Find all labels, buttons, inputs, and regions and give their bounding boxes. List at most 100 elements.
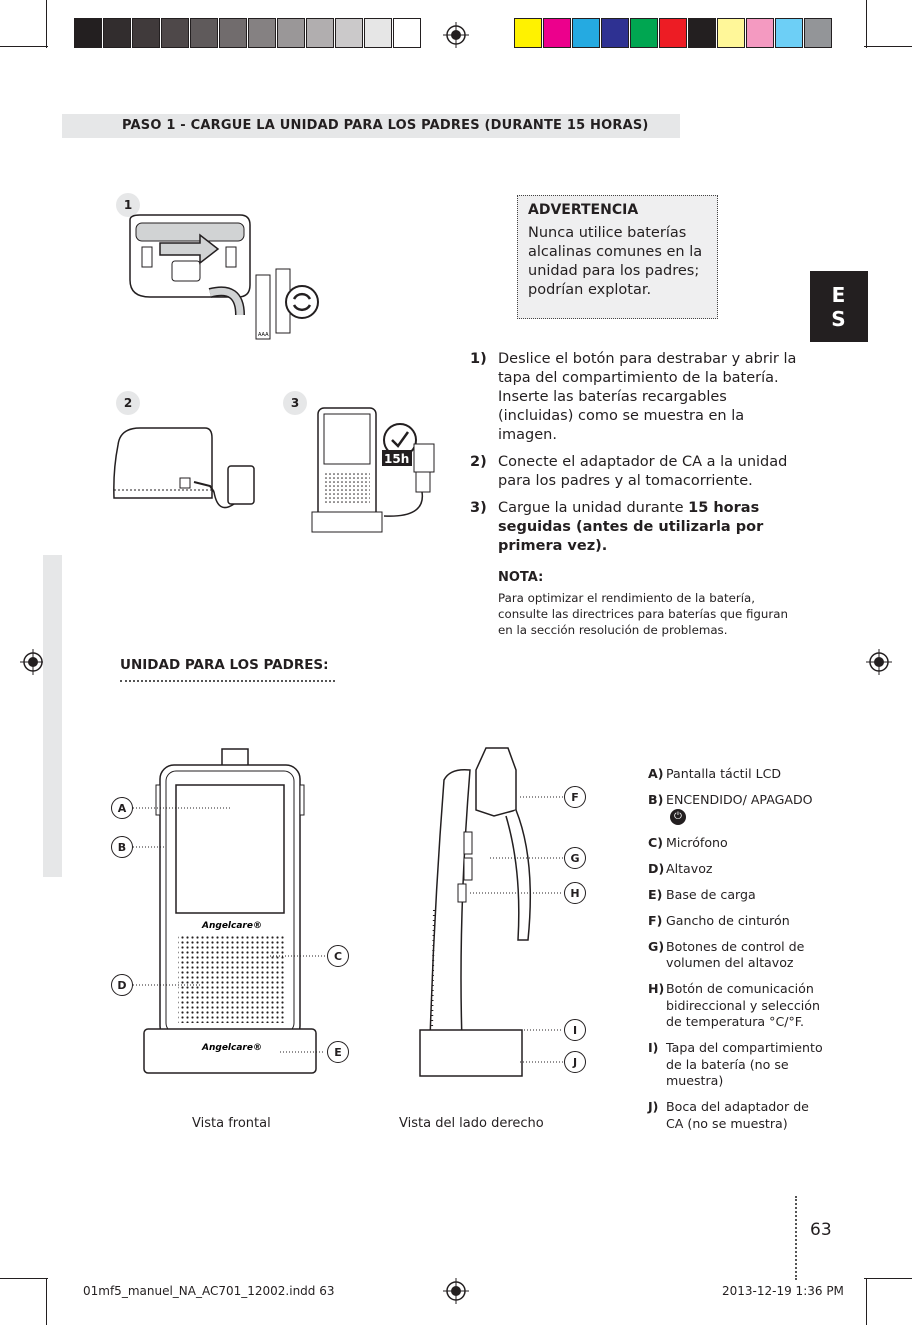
legend-item: D)Altavoz bbox=[648, 861, 828, 878]
section-banner: PASO 1 - CARGUE LA UNIDAD PARA LOS PADRE… bbox=[62, 114, 680, 138]
brand-logo: Angelcare® bbox=[201, 921, 262, 931]
brand-logo: Angelcare® bbox=[201, 1043, 262, 1053]
color-swatch bbox=[659, 18, 687, 48]
step-2: 2) Conecte el adaptador de CA a la unida… bbox=[470, 453, 800, 491]
parent-unit-title: UNIDAD PARA LOS PADRES: bbox=[120, 657, 329, 673]
language-tab-letter-1: E bbox=[831, 283, 847, 307]
crop-mark bbox=[0, 46, 48, 47]
banner-title: PASO 1 - CARGUE LA UNIDAD PARA LOS PADRE… bbox=[122, 118, 649, 133]
color-swatch bbox=[572, 18, 600, 48]
color-swatch bbox=[132, 18, 160, 48]
color-swatch bbox=[219, 18, 247, 48]
crop-mark bbox=[0, 1278, 48, 1279]
color-swatch bbox=[601, 18, 629, 48]
legend-text: Tapa del compartimiento de la batería (n… bbox=[666, 1040, 823, 1088]
legend-key: J) bbox=[648, 1099, 659, 1114]
legend-key: B) bbox=[648, 792, 664, 807]
legend-text: Altavoz bbox=[666, 860, 713, 876]
crop-mark bbox=[864, 1278, 912, 1279]
callout-e: E bbox=[327, 1041, 349, 1063]
color-swatch bbox=[74, 18, 102, 48]
registration-mark bbox=[443, 1278, 469, 1304]
parts-legend: A)Pantalla táctil LCD B)ENCENDIDO/ APAGA… bbox=[648, 766, 828, 1142]
page-number: 63 bbox=[810, 1220, 832, 1240]
step-text: Deslice el botón para destrabar y abrir … bbox=[498, 351, 797, 443]
front-view-illustration: Angelcare® Angelcare® bbox=[143, 748, 317, 1074]
color-swatch bbox=[335, 18, 363, 48]
crop-mark bbox=[46, 0, 47, 48]
callout-b: B bbox=[111, 836, 133, 858]
color-swatch bbox=[277, 18, 305, 48]
callout-h: H bbox=[564, 882, 586, 904]
color-swatch bbox=[775, 18, 803, 48]
legend-item: B)ENCENDIDO/ APAGADO ⏻ bbox=[648, 792, 828, 825]
battery-label: AAA bbox=[258, 332, 269, 338]
legend-item: E)Base de carga bbox=[648, 887, 828, 904]
color-swatch bbox=[543, 18, 571, 48]
color-swatch bbox=[248, 18, 276, 48]
legend-item: G)Botones de control de volumen del alta… bbox=[648, 939, 828, 972]
legend-key: D) bbox=[648, 860, 665, 876]
power-icon: ⏻ bbox=[670, 809, 686, 825]
legend-text: Pantalla táctil LCD bbox=[666, 766, 782, 781]
legend-text: Botón de comunicación bidireccional y se… bbox=[666, 981, 820, 1029]
legend-key: H) bbox=[648, 981, 665, 996]
battery-compartment-illustration: AAA bbox=[129, 214, 319, 340]
dotted-rule bbox=[120, 680, 335, 682]
warning-box: ADVERTENCIA Nunca utilice baterías alcal… bbox=[517, 195, 718, 319]
step-number: 2) bbox=[470, 454, 487, 470]
legend-item: C)Micrófono bbox=[648, 835, 828, 852]
crop-mark bbox=[866, 1278, 867, 1325]
legend-key: F) bbox=[648, 912, 663, 928]
legend-key: C) bbox=[648, 834, 663, 850]
color-swatch bbox=[804, 18, 832, 48]
hours-badge-text: 15h bbox=[384, 452, 409, 466]
color-swatch bbox=[190, 18, 218, 48]
step-text: Cargue la unidad durante bbox=[498, 500, 689, 516]
footer-file: 01mf5_manuel_NA_AC701_12002.indd 63 bbox=[83, 1284, 335, 1298]
caption-front-view: Vista frontal bbox=[192, 1116, 271, 1131]
legend-item: F)Gancho de cinturón bbox=[648, 913, 828, 930]
language-tab: E S bbox=[810, 271, 868, 342]
step-number: 3) bbox=[470, 500, 487, 516]
steps-list: 1) Deslice el botón para destrabar y abr… bbox=[470, 350, 800, 564]
legend-text: ENCENDIDO/ APAGADO bbox=[666, 792, 813, 807]
registration-mark bbox=[20, 649, 46, 675]
step-3: 3) Cargue la unidad durante 15 horas seg… bbox=[470, 499, 800, 556]
step-text-bold: 15 horas seguidas (antes de utilizarla p… bbox=[498, 500, 764, 554]
legend-key: G) bbox=[648, 938, 665, 954]
color-swatch bbox=[103, 18, 131, 48]
figure-number-3: 3 bbox=[283, 391, 307, 415]
legend-key: I) bbox=[648, 1040, 659, 1055]
step-1: 1) Deslice el botón para destrabar y abr… bbox=[470, 350, 800, 445]
legend-item: H)Botón de comunicación bidireccional y … bbox=[648, 981, 828, 1031]
callout-d: D bbox=[111, 974, 133, 996]
registration-mark bbox=[443, 22, 469, 48]
figure-number-1: 1 bbox=[116, 193, 140, 217]
note-title: NOTA: bbox=[498, 570, 544, 585]
legend-text: Base de carga bbox=[666, 886, 756, 902]
legend-item: J)Boca del adaptador de CA (no se muestr… bbox=[648, 1099, 828, 1132]
warning-title: ADVERTENCIA bbox=[528, 202, 639, 218]
color-swatch bbox=[161, 18, 189, 48]
callout-i: I bbox=[564, 1019, 586, 1041]
color-swatch bbox=[688, 18, 716, 48]
step-text: Conecte el adaptador de CA a la unidad p… bbox=[498, 454, 788, 489]
language-tab-letter-2: S bbox=[831, 307, 847, 331]
legend-item: A)Pantalla táctil LCD bbox=[648, 766, 828, 783]
legend-key: E) bbox=[648, 886, 663, 902]
crop-mark bbox=[46, 1278, 47, 1325]
color-swatch bbox=[306, 18, 334, 48]
callout-a: A bbox=[111, 797, 133, 819]
color-swatch bbox=[393, 18, 421, 48]
adapter-connection-illustration bbox=[113, 427, 255, 509]
color-swatch bbox=[746, 18, 774, 48]
legend-item: I) Tapa del compartimiento de la batería … bbox=[648, 1040, 828, 1090]
side-gray-strip bbox=[43, 555, 62, 877]
legend-text: Botones de control de volumen del altavo… bbox=[666, 938, 805, 971]
caption-side-view: Vista del lado derecho bbox=[399, 1116, 544, 1131]
charging-illustration: 15h bbox=[311, 407, 435, 533]
color-swatch bbox=[630, 18, 658, 48]
callout-g: G bbox=[564, 847, 586, 869]
